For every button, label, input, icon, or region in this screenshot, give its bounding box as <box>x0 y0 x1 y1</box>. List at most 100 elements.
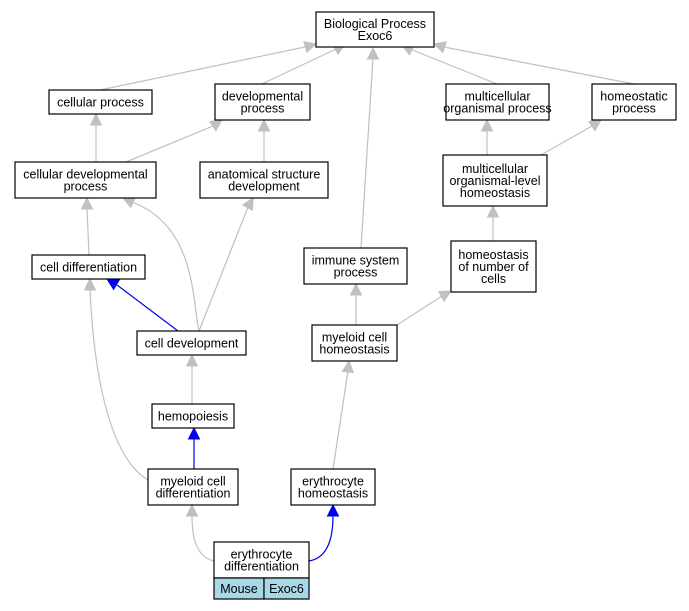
edge-line <box>99 46 306 91</box>
gene-tag: Mouse Exoc6 <box>213 577 310 600</box>
node-label-line: Exoc6 <box>358 29 393 43</box>
species-label: Mouse <box>220 582 258 596</box>
node-box <box>31 254 146 280</box>
edge-arrowhead <box>303 40 318 54</box>
node-box <box>151 403 235 429</box>
node-label-line: cell differentiation <box>40 261 137 275</box>
node-label-line: of number of <box>458 260 529 274</box>
node-label-line: process <box>64 180 108 194</box>
edge-arrowhead <box>208 119 223 132</box>
node-box <box>315 11 435 48</box>
edge-arrowhead <box>341 359 355 374</box>
edge-line <box>261 48 337 85</box>
node-box <box>14 161 157 199</box>
node-cdiff[interactable]: cell differentiation <box>31 254 146 280</box>
edge-line <box>409 48 498 85</box>
node-label-line: cellular developmental <box>23 168 147 182</box>
node-label-line: Biological Process <box>324 17 426 31</box>
edge-line <box>191 514 215 562</box>
edge-arrowhead <box>432 41 447 54</box>
node-box <box>136 330 247 356</box>
node-label-line: myeloid cell <box>322 331 387 345</box>
edge-line <box>332 370 349 470</box>
edge-line <box>308 515 334 562</box>
edge-arrowhead <box>257 118 271 132</box>
edge-arrowhead <box>187 426 201 440</box>
node-label-line: differentiation <box>156 487 231 501</box>
node-label-line: hemopoiesis <box>158 410 228 424</box>
node-label-line: cell development <box>145 337 239 351</box>
node-box <box>48 89 153 115</box>
edge-arrowhead <box>185 503 199 517</box>
node-box <box>450 240 537 293</box>
edge-line <box>443 46 635 85</box>
node-label-line: anatomical structure <box>208 168 321 182</box>
edge-line <box>89 288 149 481</box>
node-box <box>591 83 677 121</box>
node-box <box>311 324 398 362</box>
edge-line <box>86 207 90 256</box>
edge-line <box>125 125 214 163</box>
node-hemo[interactable]: hemopoiesis <box>151 403 235 429</box>
edge-line <box>540 125 593 156</box>
edge-arrowhead <box>326 503 340 517</box>
node-label-line: organismal process <box>443 102 551 116</box>
node-label-line: organismal-level <box>449 174 540 188</box>
gene-label: Exoc6 <box>269 582 304 596</box>
node-box <box>214 83 311 121</box>
edge-arrowhead <box>486 204 500 218</box>
node-cp[interactable]: cellular process <box>48 89 153 115</box>
node-label-line: process <box>241 102 285 116</box>
edge-arrowhead <box>80 196 94 210</box>
node-label-line: erythrocyte <box>302 475 364 489</box>
node-cdev[interactable]: cell development <box>136 330 247 356</box>
edge-line <box>198 206 249 332</box>
node-label-line: immune system <box>312 254 400 268</box>
species-tag: Mouse <box>213 577 265 600</box>
node-box <box>445 83 550 121</box>
node-box <box>199 161 329 199</box>
node-label-line: homeostasis <box>298 487 368 501</box>
node-box <box>290 468 376 506</box>
node-label-line: homeostasis <box>319 343 389 357</box>
edge-arrowhead <box>349 282 363 296</box>
node-label-line: cellular process <box>57 96 144 110</box>
node-label-line: process <box>612 102 656 116</box>
node-label-line: cells <box>481 272 506 286</box>
edge-arrowhead <box>83 277 97 291</box>
gene-tag-cell: Exoc6 <box>263 577 310 600</box>
node-label-line: erythrocyte <box>231 548 293 562</box>
edge-arrowhead <box>437 290 452 303</box>
node-label-line: differentiation <box>224 560 299 574</box>
edge-arrowhead <box>480 118 494 132</box>
node-label-line: homeostatic <box>600 90 667 104</box>
node-label-line: myeloid cell <box>160 475 225 489</box>
node-box <box>442 154 548 207</box>
edge-arrowhead <box>121 196 137 209</box>
edge-arrowhead <box>106 278 121 291</box>
node-box <box>147 468 239 506</box>
node-label-line: process <box>334 266 378 280</box>
edge-line <box>131 201 200 332</box>
node-label-line: homeostasis <box>458 248 528 262</box>
edge-line <box>396 295 443 326</box>
node-label-line: multicellular <box>462 162 528 176</box>
edge-arrowhead <box>89 112 103 126</box>
node-label-line: homeostasis <box>460 186 530 200</box>
node-label-line: developmental <box>222 90 303 104</box>
